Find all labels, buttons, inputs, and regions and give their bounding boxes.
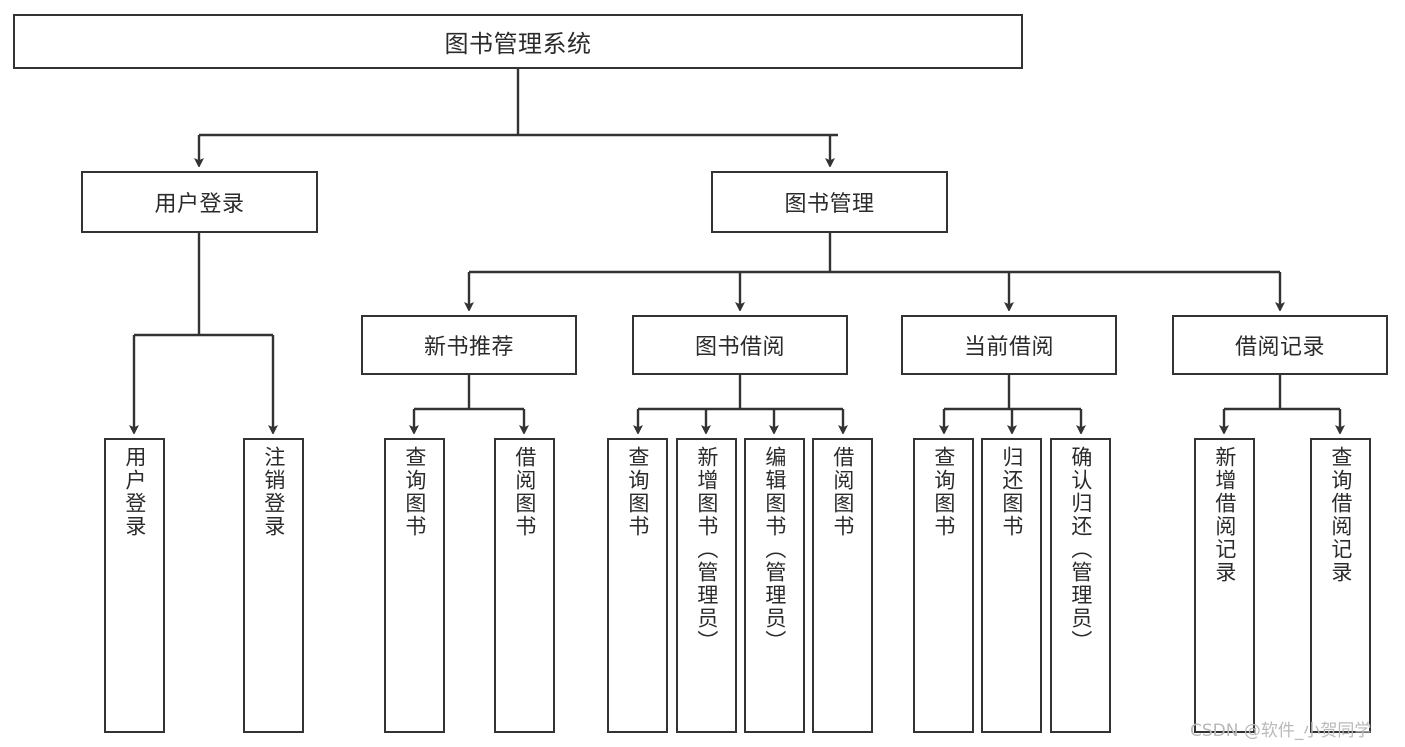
node-leaf-current-confirm-admin-label: 确认归还（管理员） — [1068, 446, 1093, 653]
node-leaf-borrow-edit-admin-label: 编辑图书（管理员） — [762, 446, 787, 653]
node-leaf-current-return-label: 归还图书 — [999, 446, 1024, 538]
node-leaf-record-add-label: 新增借阅记录 — [1212, 446, 1237, 584]
node-leaf-current-query[interactable]: 查询图书 — [913, 438, 974, 733]
node-leaf-current-return[interactable]: 归还图书 — [981, 438, 1042, 733]
node-leaf-borrow-add-admin[interactable]: 新增图书（管理员） — [676, 438, 737, 733]
node-user-login-label: 用户登录 — [154, 192, 245, 217]
node-leaf-current-confirm-admin[interactable]: 确认归还（管理员） — [1050, 438, 1111, 733]
node-leaf-user-logout[interactable]: 注销登录 — [243, 438, 304, 733]
node-leaf-borrow-query-label: 查询图书 — [625, 446, 650, 538]
node-book-manage-label: 图书管理 — [784, 192, 875, 217]
node-user-login[interactable]: 用户登录 — [81, 171, 318, 233]
node-leaf-borrow-book-label: 借阅图书 — [830, 446, 855, 538]
node-leaf-record-query[interactable]: 查询借阅记录 — [1310, 438, 1371, 733]
node-leaf-borrow-add-admin-label: 新增图书（管理员） — [694, 446, 719, 653]
node-book-borrow[interactable]: 图书借阅 — [632, 315, 848, 375]
node-leaf-borrow-book[interactable]: 借阅图书 — [812, 438, 873, 733]
node-book-manage[interactable]: 图书管理 — [711, 171, 948, 233]
node-new-book-recommend-label: 新书推荐 — [423, 335, 514, 360]
node-borrow-record-label: 借阅记录 — [1234, 335, 1325, 360]
node-leaf-borrow-query[interactable]: 查询图书 — [607, 438, 668, 733]
watermark: CSDN @软件_小贺同学 — [1190, 721, 1372, 741]
node-new-book-recommend[interactable]: 新书推荐 — [361, 315, 577, 375]
node-leaf-user-login-label: 用户登录 — [122, 446, 147, 538]
node-leaf-current-query-label: 查询图书 — [931, 446, 956, 538]
node-current-borrow[interactable]: 当前借阅 — [901, 315, 1117, 375]
node-leaf-newbook-query-label: 查询图书 — [402, 446, 427, 538]
node-leaf-newbook-borrow-label: 借阅图书 — [512, 446, 537, 538]
node-leaf-user-logout-label: 注销登录 — [261, 446, 286, 538]
node-leaf-borrow-edit-admin[interactable]: 编辑图书（管理员） — [744, 438, 805, 733]
node-root-label: 图书管理系统 — [444, 30, 592, 58]
node-leaf-newbook-query[interactable]: 查询图书 — [384, 438, 445, 733]
node-leaf-record-add[interactable]: 新增借阅记录 — [1194, 438, 1255, 733]
node-root-system[interactable]: 图书管理系统 — [13, 14, 1023, 69]
node-book-borrow-label: 图书借阅 — [694, 335, 785, 360]
node-borrow-record[interactable]: 借阅记录 — [1172, 315, 1388, 375]
node-current-borrow-label: 当前借阅 — [963, 335, 1054, 360]
node-leaf-user-login[interactable]: 用户登录 — [104, 438, 165, 733]
node-leaf-record-query-label: 查询借阅记录 — [1328, 446, 1353, 584]
node-leaf-newbook-borrow[interactable]: 借阅图书 — [494, 438, 555, 733]
